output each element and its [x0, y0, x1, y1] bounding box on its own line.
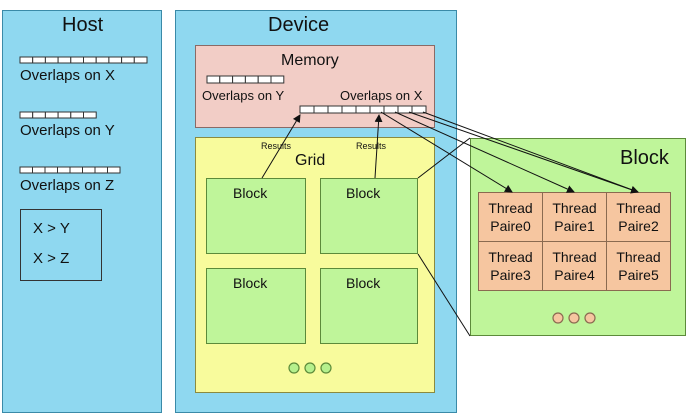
- grid-block-0-label: Block: [233, 185, 268, 201]
- thread-pair-4-line1: Thread: [552, 249, 597, 265]
- grid-block-3: [320, 268, 418, 344]
- results-label-right: Results: [356, 141, 387, 151]
- results-label-left: Results: [261, 141, 292, 151]
- grid-block-2-label: Block: [233, 275, 268, 291]
- grid-block-2: [206, 268, 306, 344]
- thread-pair-3: Thread Paire3: [478, 241, 543, 291]
- host-array-y-label: Overlaps on Y: [20, 122, 115, 139]
- grid-title: Grid: [295, 152, 326, 169]
- thread-pair-1-line2: Paire1: [554, 218, 595, 234]
- host-title: Host: [62, 14, 104, 36]
- thread-pair-2-line1: Thread: [616, 200, 661, 216]
- thread-pair-1: Thread Paire1: [542, 192, 607, 242]
- device-title: Device: [268, 14, 330, 36]
- thread-pair-2: Thread Paire2: [606, 192, 671, 242]
- grid-block-0: [206, 178, 306, 254]
- thread-pair-5-line2: Paire5: [618, 267, 659, 283]
- comparison-x-gt-y: X > Y: [33, 220, 70, 237]
- host-array-x-label: Overlaps on X: [20, 67, 116, 84]
- thread-pair-1-line1: Thread: [552, 200, 597, 216]
- thread-pair-5: Thread Paire5: [606, 241, 671, 291]
- thread-pair-0-line1: Thread: [488, 200, 533, 216]
- thread-pair-2-line2: Paire2: [618, 218, 659, 234]
- thread-pair-0-line2: Paire0: [490, 218, 531, 234]
- grid-block-1-label: Block: [346, 185, 381, 201]
- grid-panel: [195, 137, 435, 393]
- thread-pair-0: Thread Paire0: [478, 192, 543, 242]
- thread-pair-5-line1: Thread: [616, 249, 661, 265]
- host-panel: [2, 10, 162, 413]
- host-array-z-label: Overlaps on Z: [20, 177, 115, 194]
- thread-pair-3-line1: Thread: [488, 249, 533, 265]
- block-detail-title: Block: [620, 147, 669, 169]
- grid-block-3-label: Block: [346, 275, 381, 291]
- memory-array-x-label: Overlaps on X: [340, 88, 423, 103]
- thread-pair-4-line2: Paire4: [554, 267, 595, 283]
- memory-title: Memory: [281, 52, 339, 69]
- memory-array-y-label: Overlaps on Y: [202, 88, 285, 103]
- comparison-box: [20, 209, 102, 281]
- comparison-x-gt-z: X > Z: [33, 250, 70, 267]
- thread-pair-4: Thread Paire4: [542, 241, 607, 291]
- thread-pair-3-line2: Paire3: [490, 267, 531, 283]
